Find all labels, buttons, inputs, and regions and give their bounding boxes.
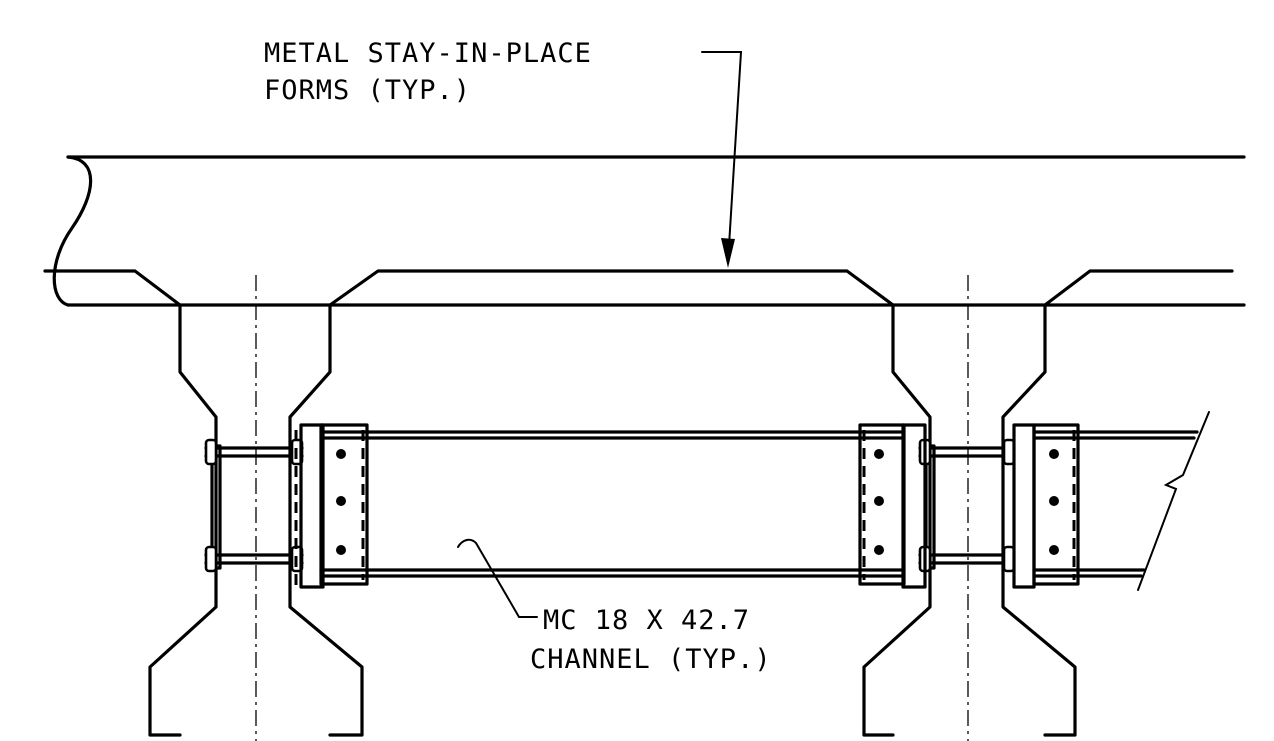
stay-in-place-form-line	[43, 269, 182, 307]
right-girder-right-outline	[1001, 303, 1077, 737]
right-girder-left-outline	[862, 303, 932, 737]
channel-end-plate-left	[299, 423, 325, 589]
channel-end-plate	[1012, 423, 1036, 589]
adjacent-channel-diaphragm	[1012, 411, 1210, 591]
left-girder-left-outline	[148, 303, 218, 737]
bolt	[874, 449, 884, 459]
slab-break-line	[52, 155, 93, 307]
stay-in-place-form-line	[1043, 269, 1234, 307]
channel-note-line-1: MC 18 X 42.7	[543, 605, 750, 636]
gusset-plate-right	[858, 423, 906, 586]
forms-callout: METAL STAY-IN-PLACE FORMS (TYP.)	[264, 38, 743, 268]
forms-note-line-1: METAL STAY-IN-PLACE	[264, 38, 592, 69]
right-girder	[862, 275, 1077, 741]
bolt	[874, 496, 884, 506]
channel-break-line	[1137, 411, 1210, 591]
bolt	[1049, 545, 1059, 555]
left-girder	[148, 275, 364, 741]
gusset-plate	[1032, 423, 1080, 586]
bolt	[1049, 449, 1059, 459]
deck-slab	[43, 155, 1246, 307]
stay-in-place-form-line	[328, 269, 895, 307]
channel-diaphragm	[299, 423, 927, 589]
gusset-plate-left	[319, 423, 369, 586]
left-girder-bolted-connection	[204, 430, 304, 590]
bolt	[1049, 496, 1059, 506]
channel-note-line-2: CHANNEL (TYP.)	[530, 644, 772, 675]
bolt-nut	[204, 438, 218, 466]
left-girder-right-outline	[288, 303, 364, 737]
right-girder-bolted-connection	[918, 438, 1016, 573]
bolt	[874, 545, 884, 555]
bolt	[336, 449, 346, 459]
bolt	[336, 545, 346, 555]
channel-leader-line	[457, 538, 520, 618]
forms-leader-line	[701, 51, 743, 263]
forms-leader-arrowhead	[721, 238, 735, 268]
bolt	[336, 496, 346, 506]
forms-note-line-2: FORMS (TYP.)	[264, 75, 471, 106]
bolt-nut	[204, 545, 218, 573]
channel-callout: MC 18 X 42.7 CHANNEL (TYP.)	[457, 538, 772, 675]
